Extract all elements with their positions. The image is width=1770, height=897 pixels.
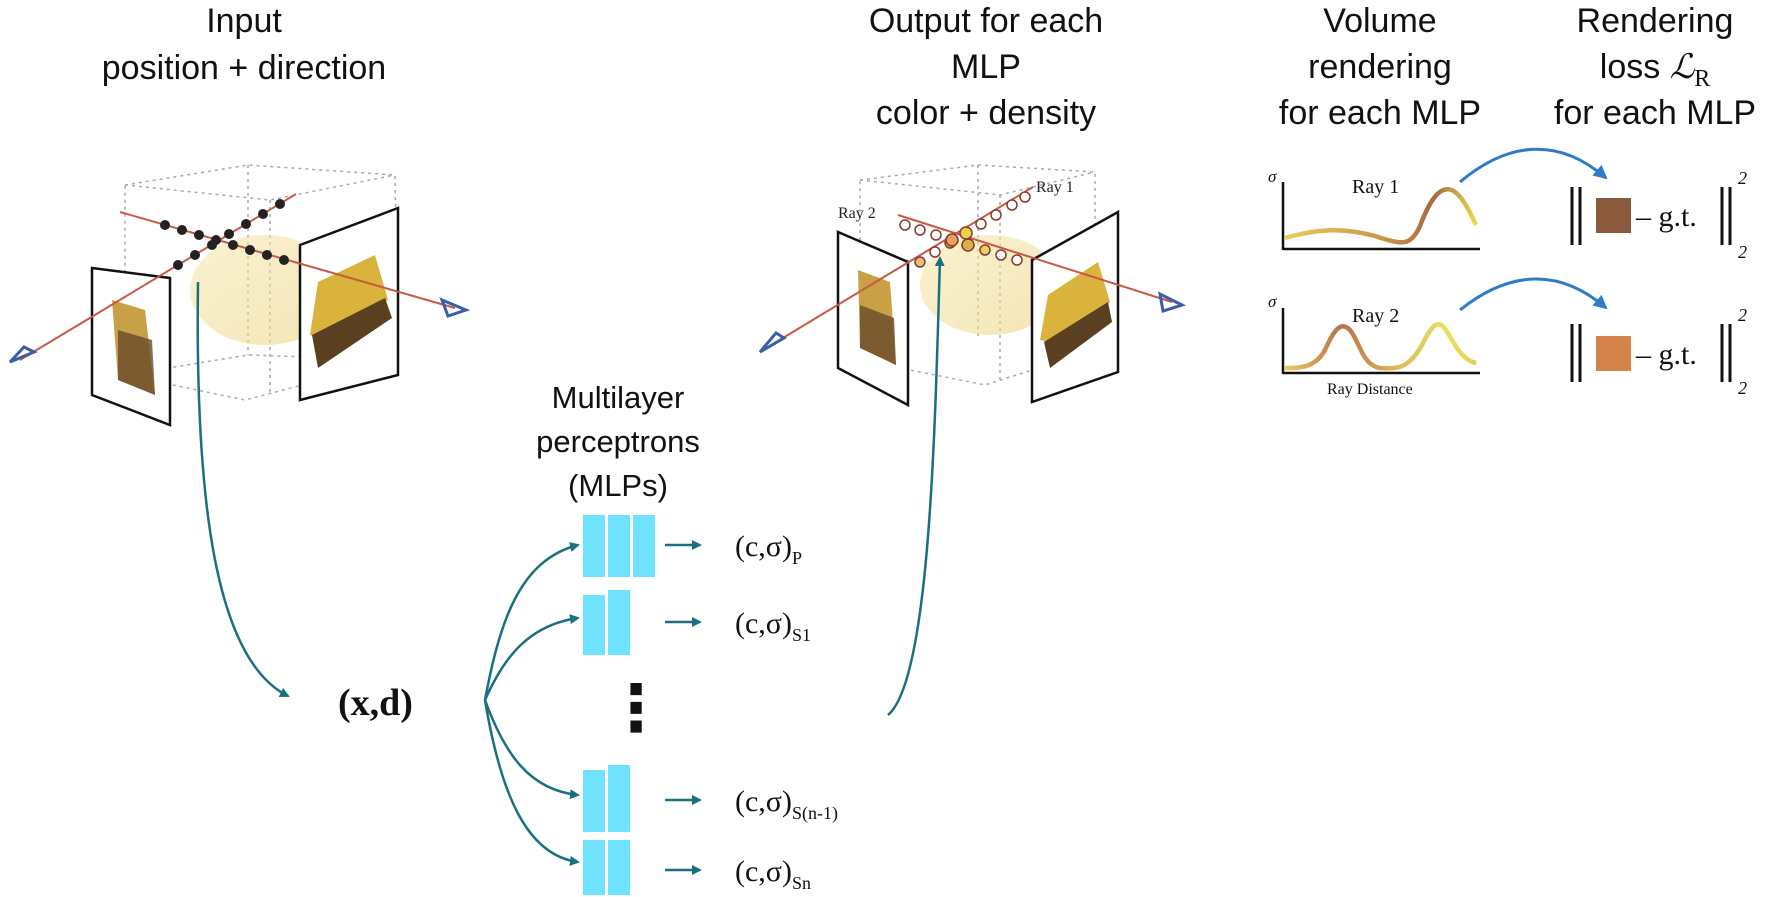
plot-ray1: σ Ray 1 — [1268, 167, 1480, 251]
mlp-output-sn1-sub: S(n-1) — [792, 803, 838, 824]
mlp-p — [583, 515, 655, 577]
output-ray2-label: Ray 2 — [838, 205, 876, 222]
loss-ray2-gt: – g.t. — [1635, 338, 1697, 371]
loss-ray1-gt: – g.t. — [1635, 200, 1697, 233]
plot-ray2: σ Ray 2 Ray Distance — [1268, 292, 1480, 398]
loss-ray1-sub: 2 — [1738, 242, 1747, 262]
plot-ray2-sigma: σ — [1268, 292, 1277, 311]
input-sample-points — [160, 199, 289, 270]
loss-ray2: – g.t. 2 2 — [1570, 305, 1747, 398]
mlp-blocks — [583, 515, 655, 895]
arrow-ray2-to-loss — [1459, 277, 1608, 312]
plot-x-axis-label: Ray Distance — [1327, 381, 1413, 398]
output-view-left — [836, 230, 910, 408]
loss-ray1-color-swatch — [1596, 198, 1631, 233]
loss-heading-line1: Rendering — [1577, 2, 1734, 40]
output-heading: Output for each MLP color + density — [869, 2, 1103, 132]
mlp-outputs: (c,σ)P (c,σ)S1 (c,σ)S(n-1) (c,σ)Sn — [735, 530, 838, 893]
mlp-output-sn1-label: (c,σ) — [735, 785, 792, 818]
output-ray-head-left — [758, 331, 787, 354]
loss-ray2-color-swatch — [1596, 336, 1631, 371]
plot-ray1-sigma: σ — [1268, 167, 1277, 186]
mlp-output-sn-label: (c,σ) — [735, 855, 792, 888]
output-heading-line1: Output for each — [869, 2, 1103, 40]
mlp-title-line1: Multilayer — [552, 380, 685, 415]
output-rays — [767, 186, 1173, 348]
volume-heading-line2: rendering — [1308, 48, 1452, 86]
loss-heading-line3: for each MLP — [1554, 94, 1756, 132]
input-heading-line1: Input — [206, 2, 282, 40]
mlp-output-p-label: (c,σ) — [735, 530, 792, 563]
plot-ray2-curve — [1284, 321, 1477, 371]
mlp-ellipsis: ⋮ — [604, 672, 668, 744]
mlp-output-s1-sub: S1 — [792, 625, 811, 645]
input-heading: Input position + direction — [102, 2, 386, 87]
mlp-title-line2: perceptrons — [536, 424, 700, 459]
arrow-input-to-xd — [196, 281, 290, 698]
input-ray-head-left — [8, 345, 38, 364]
mlp-s1 — [583, 590, 630, 655]
mlp-output-p: (c,σ)P — [735, 530, 802, 568]
input-view-left — [90, 266, 172, 427]
loss-ray2-sub: 2 — [1738, 378, 1747, 398]
arrow-xd-to-mlp-p — [483, 542, 580, 701]
loss-heading: Rendering loss ℒR for each MLP — [1554, 2, 1756, 132]
loss-ray1-sup: 2 — [1738, 168, 1747, 188]
output-heading-line2: MLP — [951, 48, 1021, 86]
plot-ray1-curve — [1284, 187, 1479, 245]
output-view-right — [1030, 209, 1120, 404]
loss-heading-prefix: loss — [1600, 48, 1670, 86]
mlp-sn1 — [583, 765, 630, 832]
mlp-title-line3: (MLPs) — [568, 468, 668, 503]
volume-heading-line3: for each MLP — [1279, 94, 1481, 132]
output-scene-object-ghost — [920, 235, 1060, 335]
mlp-output-p-sub: P — [792, 548, 802, 568]
plot-ray1-label: Ray 1 — [1352, 176, 1399, 198]
input-view-right — [298, 206, 400, 402]
output-heading-line3: color + density — [876, 94, 1096, 132]
input-vector: (x,d) — [338, 682, 413, 724]
loss-ray2-sup: 2 — [1738, 305, 1747, 325]
input-ray-head-right — [439, 297, 471, 318]
loss-symbol-subscript: R — [1694, 66, 1710, 92]
output-ray1-label: Ray 1 — [1036, 179, 1074, 196]
mlp-output-sn-sub: Sn — [792, 873, 811, 893]
loss-ray1: – g.t. 2 2 — [1570, 168, 1747, 262]
output-scene: Ray 2 Ray 1 — [758, 164, 1186, 408]
mlp-title: Multilayer perceptrons (MLPs) — [536, 380, 700, 503]
input-scene — [8, 164, 471, 427]
arrow-xd-to-mlp-sn1 — [483, 699, 580, 800]
mlp-output-sn1: (c,σ)S(n-1) — [735, 785, 838, 824]
arrow-xd-to-mlp-sn — [483, 699, 580, 866]
output-ray-head-right — [1158, 291, 1186, 313]
volume-heading: Volume rendering for each MLP — [1279, 2, 1481, 132]
mlp-output-s1: (c,σ)S1 — [735, 607, 811, 645]
plot-ray2-label: Ray 2 — [1352, 305, 1399, 327]
arrow-output-to-scene — [887, 256, 945, 716]
loss-symbol: ℒ — [1670, 49, 1696, 86]
mlp-output-s1-label: (c,σ) — [735, 607, 792, 640]
loss-heading-line2: loss ℒR — [1600, 48, 1710, 92]
mlp-sn — [583, 840, 630, 895]
arrow-xd-to-mlp-s1 — [483, 614, 580, 701]
input-heading-line2: position + direction — [102, 49, 386, 87]
flow-arrows — [196, 256, 945, 875]
arrow-ray1-to-loss — [1459, 147, 1608, 184]
mlp-output-sn: (c,σ)Sn — [735, 855, 811, 893]
volume-heading-line1: Volume — [1323, 2, 1436, 40]
